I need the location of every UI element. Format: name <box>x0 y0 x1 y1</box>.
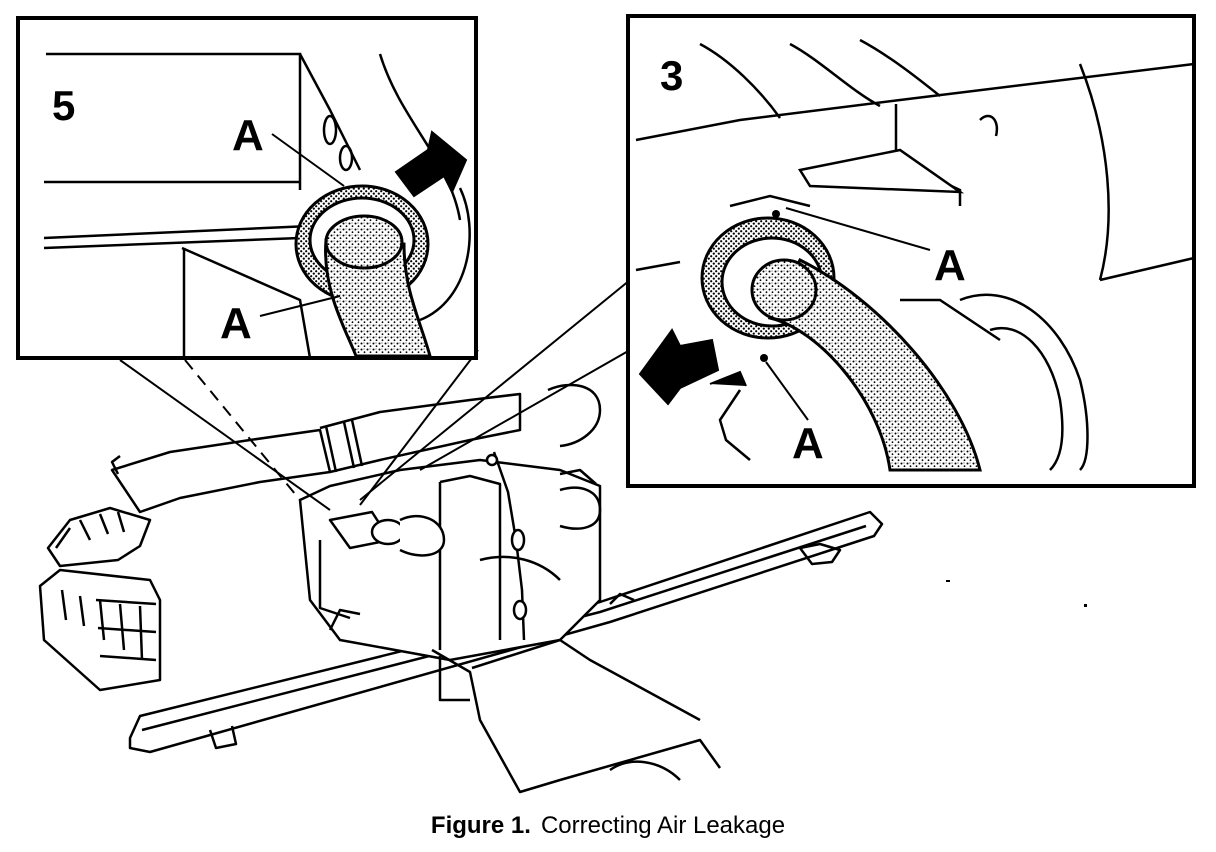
figure-caption-number: Figure 1. <box>430 812 531 839</box>
detail-panel-5: 5 A A <box>16 16 478 360</box>
scan-specks <box>946 580 1087 607</box>
electrical-connector <box>38 506 162 692</box>
detail-5-number: 5 <box>52 82 75 129</box>
detail-3-number: 3 <box>660 52 683 99</box>
control-wire <box>485 451 528 641</box>
label-a-right-top: A <box>934 241 966 290</box>
label-a-left-top: A <box>232 111 264 160</box>
leak-point-arrow <box>638 328 720 406</box>
label-a-right-bottom: A <box>792 419 824 468</box>
mounting-bracket <box>431 638 722 794</box>
figure-caption: Figure 1. Correcting Air Leakage <box>0 812 1216 840</box>
leak-point-arrow <box>394 130 468 198</box>
air-duct <box>110 392 522 514</box>
label-a-left-bottom: A <box>220 299 252 348</box>
figure-caption-text: Correcting Air Leakage <box>540 812 786 839</box>
detail-panel-3: 3 A A <box>626 14 1196 488</box>
main-assembly <box>38 383 884 794</box>
